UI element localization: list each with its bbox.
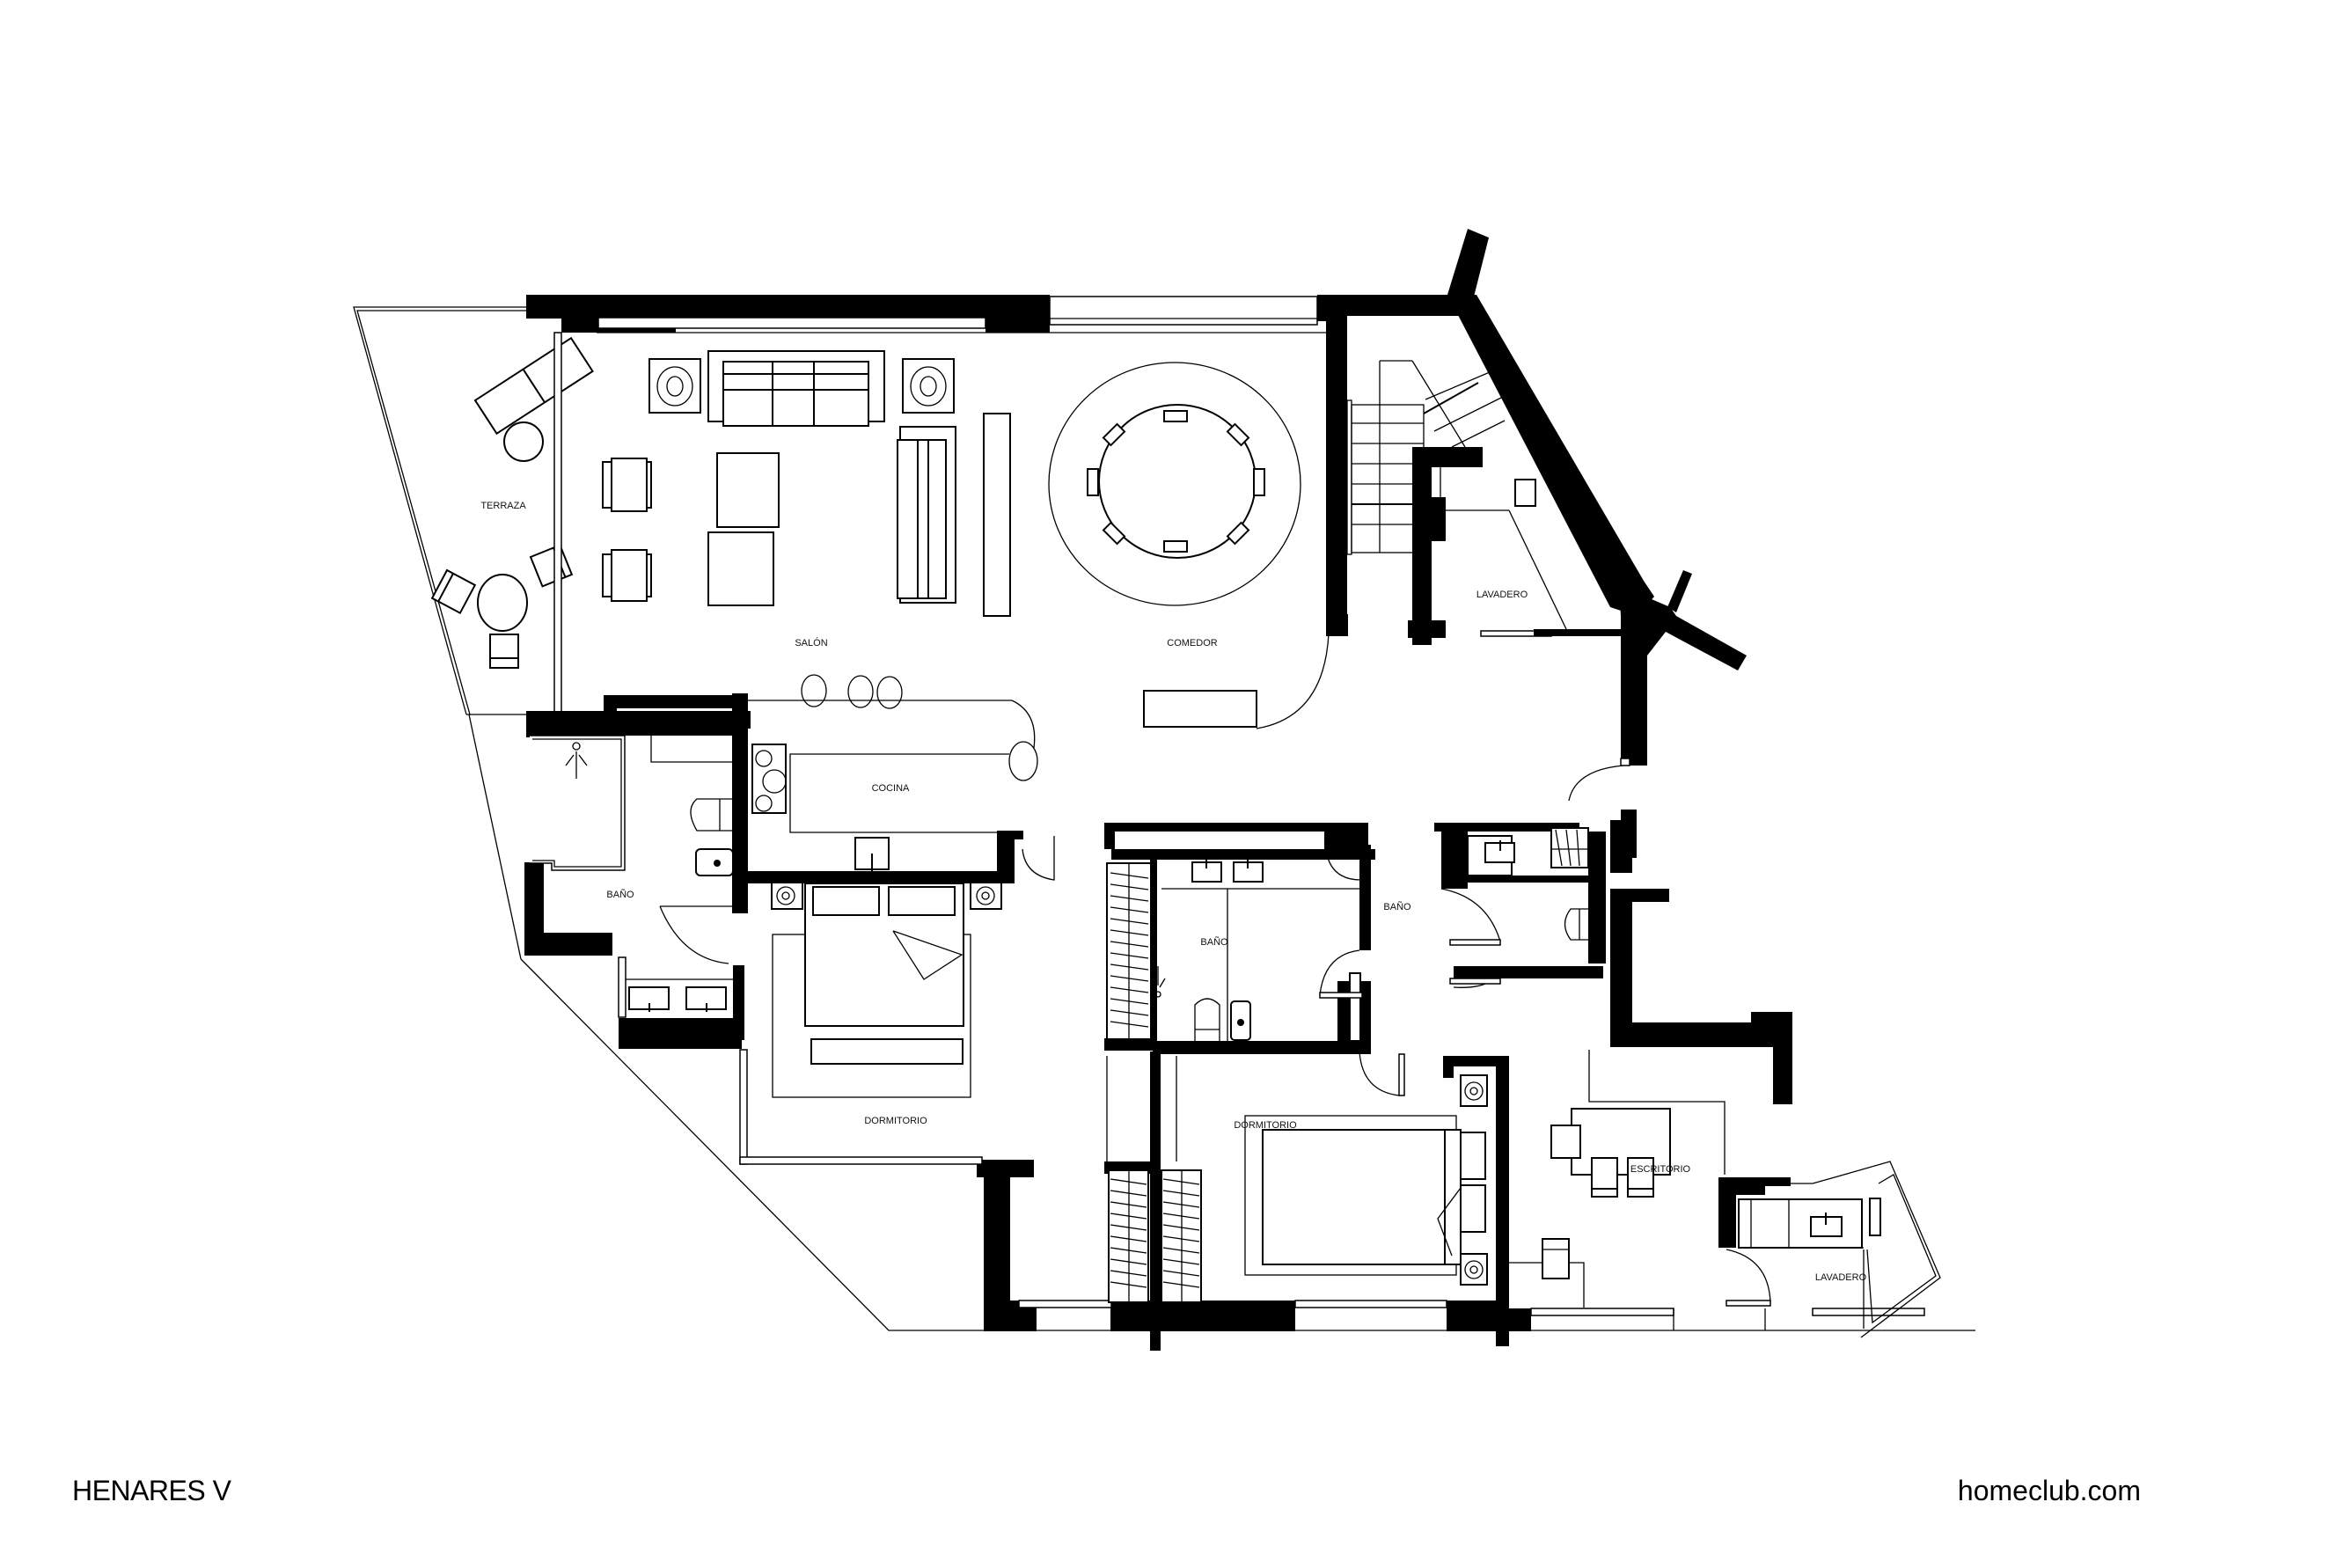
room-label-bano-center: BAÑO [1200,936,1228,948]
laundry-top-fixtures [1440,467,1567,630]
door-swing [1325,831,1362,881]
kitchen-furniture [746,674,1038,871]
room-labels: TERRAZA SALÓN COMEDOR LAVADERO COCINA BA… [480,501,1866,1283]
bathroom-left-fixtures [530,735,739,1018]
room-label-cocina: COCINA [872,783,910,794]
entry-door-swing [1568,765,1624,802]
side-table [503,421,544,462]
armchair [430,568,477,615]
room-label-salon: SALÓN [795,637,827,648]
door-swing [1022,836,1055,881]
door-swing [1726,1249,1771,1303]
room-label-bano-right: BAÑO [1383,901,1411,912]
room-label-escritorio: ESCRITORIO [1630,1164,1691,1175]
bedroom-left-furniture [771,882,1002,1098]
sun-lounger [473,336,594,436]
room-label-dormitorio-left: DORMITORIO [864,1116,927,1126]
center-closets [1106,862,1202,1303]
living-room-furniture [597,332,1327,617]
window [739,1049,748,1165]
room-label-bano-left: BAÑO [606,889,634,900]
laundry-bottom-fixtures [1726,1161,1941,1338]
walls [524,229,1792,1351]
round-table [477,574,528,632]
room-label-dormitorio-center: DORMITORIO [1234,1120,1297,1131]
office-furniture [1498,1050,1726,1308]
dining-room-furniture [1048,362,1330,729]
room-label-lavadero-top: LAVADERO [1476,590,1528,600]
terrace-outline [353,306,526,715]
bathroom-right-fixtures [1467,827,1589,941]
door-swing [1359,1051,1400,1096]
plot-boundary [520,958,1021,1331]
project-title: HENARES V [72,1475,231,1506]
armchair [489,634,519,669]
website-link[interactable]: homeclub.com [1957,1475,2141,1506]
bottom-windows [1018,1300,1925,1330]
window [739,1156,983,1165]
armchair [529,544,574,588]
bedroom-center-furniture [1244,1074,1488,1286]
wardrobe-hatching [1110,872,1200,1288]
door-swing [1440,888,1501,942]
room-label-comedor: COMEDOR [1167,638,1218,648]
staircase [1346,360,1506,555]
room-label-terraza: TERRAZA [480,501,526,511]
bathroom-center-fixtures [1150,860,1363,1042]
room-label-lavadero-bottom: LAVADERO [1815,1272,1867,1283]
